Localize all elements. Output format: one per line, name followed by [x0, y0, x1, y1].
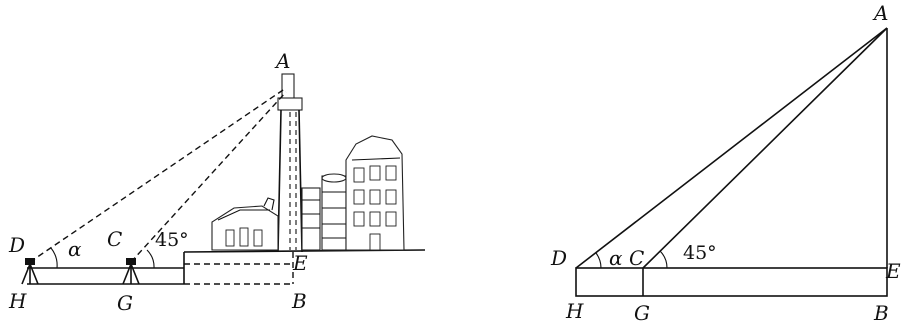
angle-45-arc-right — [659, 250, 668, 269]
label-a-right: A — [872, 1, 888, 25]
segment-da — [575, 27, 888, 269]
label-d-right: D — [550, 246, 567, 270]
label-a-left: A — [274, 49, 290, 73]
label-alpha-right: α — [609, 246, 623, 270]
house-tall — [345, 135, 405, 251]
label-45-right: 45° — [683, 242, 717, 264]
label-h-left: H — [8, 289, 27, 313]
sight-line-d — [29, 87, 287, 263]
label-d-left: D — [8, 233, 25, 257]
label-b-right: B — [873, 301, 889, 325]
label-alpha-left: α — [68, 237, 82, 261]
angle-alpha-arc — [50, 247, 58, 269]
right-figure: A D α C 45° E H G B — [550, 1, 901, 325]
cylinders — [301, 173, 347, 251]
label-b-left: B — [291, 289, 307, 313]
label-e-left: E — [292, 251, 308, 275]
angle-alpha-arc-right — [595, 252, 602, 269]
label-c-left: C — [107, 227, 122, 251]
tower — [277, 73, 303, 253]
ground — [27, 249, 426, 285]
label-c-right: C — [629, 246, 644, 270]
angle-45-arc — [146, 249, 155, 269]
segment-ca — [642, 27, 888, 269]
label-h-right: H — [565, 299, 584, 323]
sight-line-c — [130, 91, 287, 263]
label-g-right: G — [634, 301, 650, 325]
label-e-right: E — [885, 259, 901, 283]
base-rectangle — [575, 267, 888, 297]
house-small — [211, 197, 279, 251]
label-g-left: G — [117, 291, 133, 315]
label-45-left: 45° — [155, 229, 189, 251]
left-figure: A D α C 45° E H G B — [8, 49, 426, 315]
